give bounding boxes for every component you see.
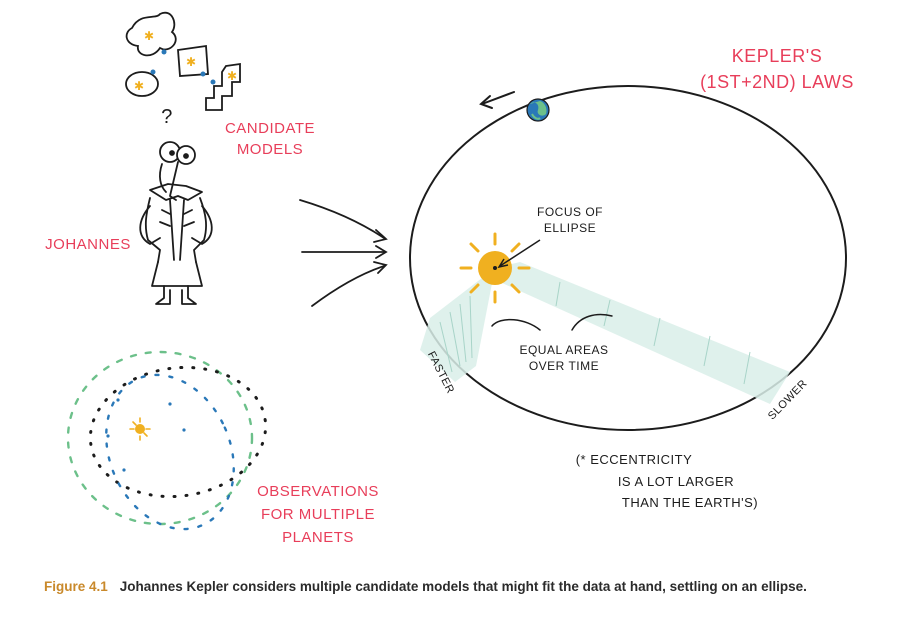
candidate-star-3: ✱: [134, 79, 144, 93]
figure-number: Figure 4.1: [44, 579, 108, 594]
focus-pointer: [499, 239, 541, 267]
observation-orbit-black: [88, 365, 268, 499]
candidate-models-label-line1: CANDIDATE: [225, 120, 315, 137]
equal-areas-pointers: [491, 313, 613, 331]
candidate-planet-4: [210, 79, 216, 85]
keplers-laws-title-line1: KEPLER'S: [732, 46, 822, 66]
observation-orbit-green: [66, 350, 254, 526]
sun-icon: [459, 232, 531, 304]
caption-text: Johannes Kepler considers multiple candi…: [119, 579, 807, 594]
candidate-model-square: [177, 44, 209, 77]
candidate-model-ellipse: [125, 71, 159, 97]
equal-areas-label-line2: OVER TIME: [529, 359, 599, 373]
candidate-models-label-line2: MODELS: [237, 141, 303, 158]
candidate-star-2: ✱: [186, 55, 196, 69]
observations-label-line2: FOR MULTIPLE: [261, 506, 375, 523]
swept-area-slower: [495, 262, 790, 404]
convergence-arrows: [299, 199, 388, 307]
observation-inner-dots: [106, 398, 186, 472]
focus-label-line1: FOCUS OF: [537, 205, 603, 219]
orbit-arrow-icon: [479, 91, 515, 109]
eccentricity-note-line2: IS A LOT LARGER: [618, 474, 734, 489]
question-mark: ?: [161, 106, 173, 128]
figure-caption: Figure 4.1 Johannes Kepler considers mult…: [44, 577, 864, 597]
candidate-model-blob: [125, 11, 177, 57]
candidate-star-4: ✱: [227, 69, 237, 83]
observations-label-line1: OBSERVATIONS: [257, 483, 379, 500]
eccentricity-note-line1: (* ECCENTRICITY: [576, 452, 693, 467]
keplers-laws-title-line2: (1st+2nd) LAWS: [700, 72, 854, 92]
kepler-figure: [139, 141, 213, 305]
focus-label-line2: ELLIPSE: [544, 221, 596, 235]
johannes-label: JOHANNES: [45, 236, 131, 253]
candidate-model-stairs: [205, 62, 241, 111]
candidate-planet-1: [161, 49, 167, 55]
orbit-ellipse: [409, 85, 847, 431]
candidate-planet-2: [200, 71, 206, 77]
candidate-star-1: ✱: [144, 29, 154, 43]
candidate-planet-3: [150, 69, 156, 75]
swept-area-faster: [420, 268, 495, 382]
observation-sun-icon: [129, 417, 151, 441]
observation-orbit-blue: [105, 373, 235, 531]
eccentricity-note-line3: THAN THE EARTH'S): [622, 495, 758, 510]
equal-areas-label-line1: EQUAL AREAS: [519, 343, 608, 357]
earth-icon: [526, 98, 550, 122]
observations-label-line3: PLANETS: [282, 529, 354, 546]
kepler-diagram: ✱ ✱ ✱ ✱ ? CANDIDATE MODELS: [45, 11, 854, 546]
